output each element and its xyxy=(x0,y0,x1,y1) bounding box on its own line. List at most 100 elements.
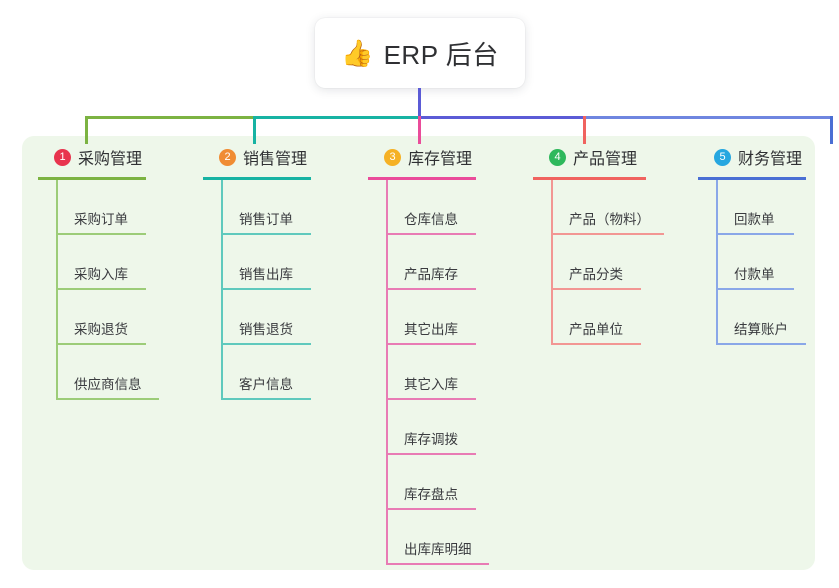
leaf-node[interactable]: 库存盘点 xyxy=(386,455,528,510)
leaf-label: 其它入库 xyxy=(404,377,458,392)
thumbs-up-icon: 👍 xyxy=(341,38,374,68)
root-node-erp-backend[interactable]: 👍 ERP 后台 xyxy=(315,18,525,88)
branch-drop-5 xyxy=(830,116,833,144)
leaf-underline xyxy=(386,563,489,565)
leaf-node[interactable]: 销售出库 xyxy=(221,235,363,290)
connector-segment-4 xyxy=(583,116,832,119)
leaf-node[interactable]: 客户信息 xyxy=(221,345,363,400)
leaf-underline xyxy=(56,288,146,290)
branch-drop-4 xyxy=(583,116,586,144)
branch-column-5: 5 财务管理回款单付款单结算账户 xyxy=(698,144,838,345)
leaf-node[interactable]: 产品（物料） xyxy=(551,180,698,235)
leaf-underline xyxy=(716,288,794,290)
branch-leaf-list: 销售订单销售出库销售退货客户信息 xyxy=(203,180,363,400)
branch-title: 库存管理 xyxy=(408,151,473,168)
leaf-label: 采购订单 xyxy=(74,212,128,227)
leaf-label: 产品库存 xyxy=(404,267,458,282)
branch-spine xyxy=(56,180,58,400)
leaf-node[interactable]: 销售订单 xyxy=(221,180,363,235)
branch-underline xyxy=(368,177,476,180)
branch-drop-2 xyxy=(253,116,256,144)
branch-spine xyxy=(716,180,718,345)
leaf-label: 产品分类 xyxy=(569,267,623,282)
branch-column-2: 2 销售管理销售订单销售出库销售退货客户信息 xyxy=(203,144,363,400)
branch-number-badge: 5 xyxy=(714,148,731,166)
leaf-node[interactable]: 结算账户 xyxy=(716,290,838,345)
branch-title: 财务管理 xyxy=(738,151,803,168)
branch-header-2[interactable]: 2 销售管理 xyxy=(203,144,363,170)
leaf-label: 出库库明细 xyxy=(404,542,472,557)
leaf-underline xyxy=(551,343,641,345)
connector-segment-1 xyxy=(85,116,255,119)
branch-number-badge: 1 xyxy=(54,148,71,166)
leaf-underline xyxy=(56,398,159,400)
leaf-label: 付款单 xyxy=(734,267,775,282)
leaf-label: 回款单 xyxy=(734,212,775,227)
leaf-node[interactable]: 产品库存 xyxy=(386,235,528,290)
leaf-label: 库存盘点 xyxy=(404,487,458,502)
branch-underline xyxy=(38,177,146,180)
leaf-label: 结算账户 xyxy=(734,322,788,337)
branch-header-3[interactable]: 3 库存管理 xyxy=(368,144,528,170)
branch-spine xyxy=(221,180,223,400)
branch-spine xyxy=(386,180,388,565)
leaf-underline xyxy=(716,233,794,235)
leaf-underline xyxy=(221,343,311,345)
leaf-node[interactable]: 库存调拨 xyxy=(386,400,528,455)
leaf-node[interactable]: 供应商信息 xyxy=(56,345,198,400)
branch-leaf-list: 仓库信息产品库存其它出库其它入库库存调拨库存盘点出库库明细 xyxy=(368,180,528,565)
leaf-node[interactable]: 其它入库 xyxy=(386,345,528,400)
branch-underline xyxy=(698,177,806,180)
connector-segment-2 xyxy=(253,116,420,119)
leaf-label: 采购退货 xyxy=(74,322,128,337)
leaf-node[interactable]: 回款单 xyxy=(716,180,838,235)
leaf-node[interactable]: 采购退货 xyxy=(56,290,198,345)
diagram-background-panel xyxy=(22,136,815,570)
root-node-title: ERP 后台 xyxy=(383,39,499,70)
branch-leaf-list: 采购订单采购入库采购退货供应商信息 xyxy=(38,180,198,400)
branch-number-badge: 4 xyxy=(549,148,566,166)
branch-underline xyxy=(203,177,311,180)
leaf-node[interactable]: 销售退货 xyxy=(221,290,363,345)
leaf-label: 产品单位 xyxy=(569,322,623,337)
leaf-underline xyxy=(386,453,476,455)
leaf-underline xyxy=(56,233,146,235)
leaf-label: 产品（物料） xyxy=(569,212,650,227)
leaf-underline xyxy=(551,233,664,235)
leaf-node[interactable]: 其它出库 xyxy=(386,290,528,345)
leaf-underline xyxy=(221,288,311,290)
branch-title: 采购管理 xyxy=(78,151,143,168)
branch-number-badge: 2 xyxy=(219,148,236,166)
branch-drop-1 xyxy=(85,116,88,144)
leaf-label: 销售订单 xyxy=(239,212,293,227)
leaf-underline xyxy=(386,233,476,235)
leaf-node[interactable]: 出库库明细 xyxy=(386,510,528,565)
leaf-node[interactable]: 付款单 xyxy=(716,235,838,290)
branch-header-1[interactable]: 1 采购管理 xyxy=(38,144,198,170)
leaf-node[interactable]: 仓库信息 xyxy=(386,180,528,235)
leaf-node[interactable]: 产品单位 xyxy=(551,290,698,345)
connector-segment-3 xyxy=(418,116,585,119)
leaf-label: 客户信息 xyxy=(239,377,293,392)
leaf-label: 销售出库 xyxy=(239,267,293,282)
branch-column-1: 1 采购管理采购订单采购入库采购退货供应商信息 xyxy=(38,144,198,400)
leaf-node[interactable]: 采购入库 xyxy=(56,235,198,290)
leaf-underline xyxy=(221,398,311,400)
branch-leaf-list: 回款单付款单结算账户 xyxy=(698,180,838,345)
branch-header-5[interactable]: 5 财务管理 xyxy=(698,144,838,170)
leaf-underline xyxy=(221,233,311,235)
branch-drop-3 xyxy=(418,116,421,144)
leaf-underline xyxy=(551,288,641,290)
leaf-label: 仓库信息 xyxy=(404,212,458,227)
branch-spine xyxy=(551,180,553,345)
leaf-label: 采购入库 xyxy=(74,267,128,282)
leaf-node[interactable]: 产品分类 xyxy=(551,235,698,290)
leaf-node[interactable]: 采购订单 xyxy=(56,180,198,235)
root-trunk-connector xyxy=(418,88,421,118)
branch-number-badge: 3 xyxy=(384,148,401,166)
leaf-underline xyxy=(386,288,476,290)
branch-title: 销售管理 xyxy=(243,151,308,168)
leaf-underline xyxy=(386,398,476,400)
leaf-label: 其它出库 xyxy=(404,322,458,337)
